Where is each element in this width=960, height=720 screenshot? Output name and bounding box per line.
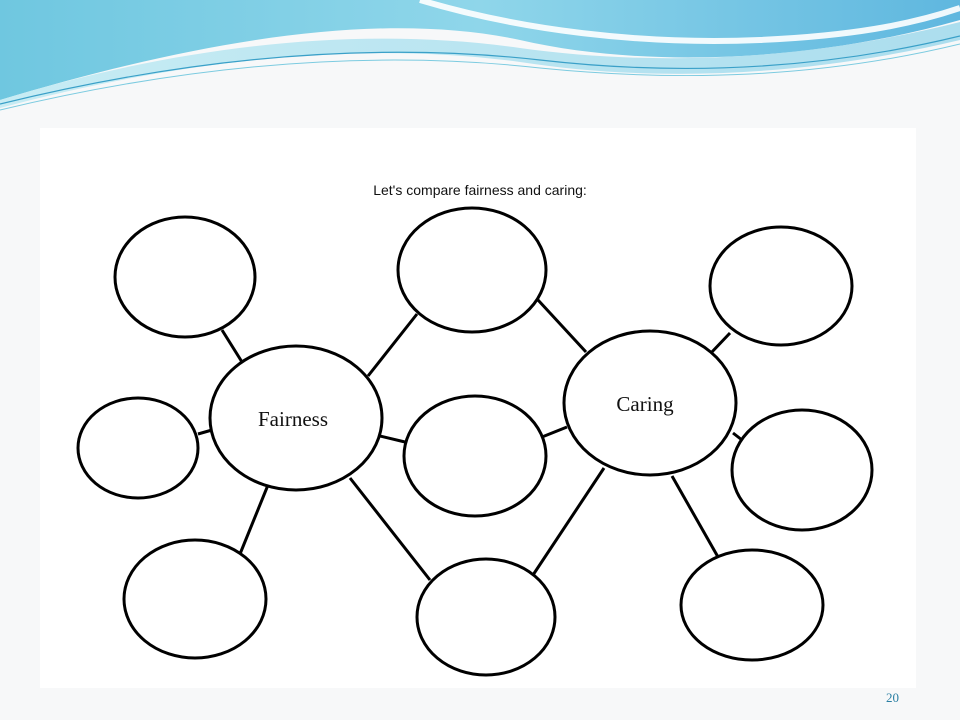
shared-bubble-middle[interactable]	[402, 394, 548, 518]
caring-bubble-top-right[interactable]	[708, 225, 854, 347]
connector-fairness-left	[197, 428, 213, 436]
fairness-bubble-left[interactable]	[76, 396, 200, 500]
connectors	[197, 298, 743, 581]
connector-caring-shared-top	[536, 298, 588, 354]
connector-caring-shared-middle	[541, 425, 568, 439]
caring-hub-bubble[interactable]	[562, 329, 738, 477]
caring-hub-label: Caring	[616, 392, 674, 416]
fairness-bubble-top-left[interactable]	[113, 215, 257, 339]
caring-bubble-bottom-right[interactable]	[679, 548, 825, 662]
fairness-hub-label: Fairness	[258, 407, 328, 431]
shared-bubble-bottom[interactable]	[415, 557, 557, 677]
connector-fairness-shared-top	[366, 313, 419, 377]
fairness-hub-bubble[interactable]	[208, 344, 384, 492]
page-number: 20	[886, 690, 899, 705]
connector-caring-shared-bottom	[531, 467, 606, 576]
fairness-bubble-bottom-left[interactable]	[122, 538, 268, 660]
connector-fairness-shared-bottom	[348, 477, 432, 581]
diagram-title: Let's compare fairness and caring:	[373, 182, 587, 198]
connector-fairness-top-left	[220, 329, 244, 363]
connector-fairness-shared-middle	[379, 434, 406, 444]
connector-caring-bottom-right	[670, 475, 720, 558]
caring-bubble-right[interactable]	[730, 408, 874, 532]
connector-fairness-bottom-left	[238, 484, 270, 555]
connector-caring-top-right	[708, 331, 732, 356]
shared-bubble-top[interactable]	[396, 206, 548, 334]
header-wave-decoration	[0, 0, 960, 111]
